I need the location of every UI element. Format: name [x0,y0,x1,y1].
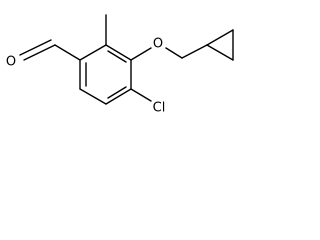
aldehyde-oxygen-label: O [6,55,16,70]
chlorine-label: Cl [153,101,166,116]
ring-bond-c1-c2 [79,44,107,61]
bond-c-o-double-a [23,44,56,61]
bond-c-o-double-b [19,39,52,56]
chloro-group: Cl [130,88,166,116]
cyclopropylmethoxy-group: O [130,29,234,61]
ring-bond-c4-c5 [105,88,132,105]
aldehyde-group: O [6,39,81,70]
bond-ring-to-ether-o [130,47,152,61]
cyclopropyl-bond-c [206,44,234,61]
ring-double-bond-c4-c5 [107,86,127,99]
bond-ether-o-to-ch2 [165,47,183,59]
cyclopropyl-bond-a [206,29,234,46]
ring-bond-c5-c6 [79,88,107,105]
benzene-ring [79,44,132,105]
molecule-structure: O O Cl [6,14,234,116]
bond-ring-to-cl [130,88,152,102]
bond-ring-to-cho [54,44,81,61]
bond-ch2-to-cyclopropyl [181,44,208,59]
ring-double-bond-c2-c3 [107,50,127,63]
ether-oxygen-label: O [153,37,163,52]
ring-bond-c2-c3 [105,44,132,61]
